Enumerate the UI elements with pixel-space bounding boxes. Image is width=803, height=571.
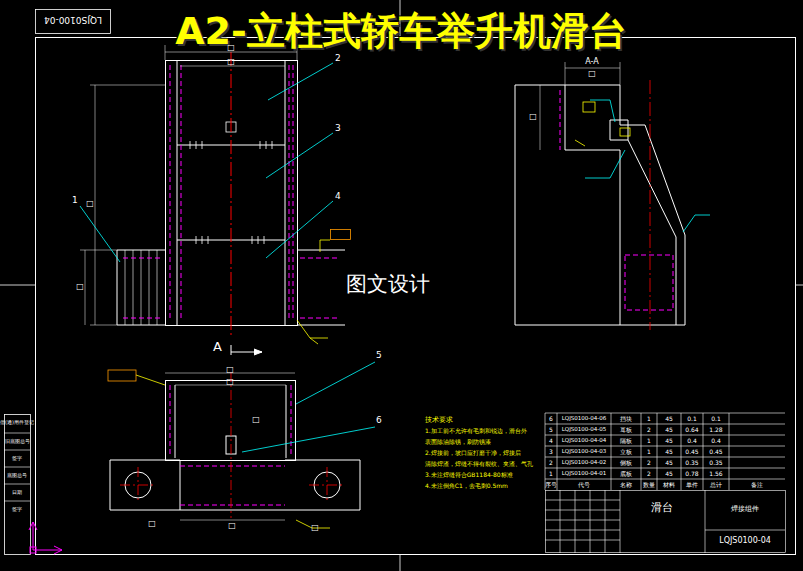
table-cell: 底板 — [620, 471, 632, 477]
dimension-text: □ — [76, 283, 84, 291]
table-cell: 5 — [549, 427, 553, 433]
margin-field: 签字 — [12, 456, 22, 461]
table-cell: 2 — [647, 460, 651, 466]
dimension-text: □ — [148, 520, 156, 528]
table-cell: 0.1 — [687, 416, 697, 422]
table-cell: 45 — [665, 460, 673, 466]
table-header: 序号 — [545, 482, 557, 488]
table-cell: 0.64 — [685, 427, 698, 433]
table-cell: 1 — [647, 416, 651, 422]
table-cell: 0.78 — [685, 471, 698, 477]
note-text: 1.加工前不允许有毛刺和锐边，滑台外 — [425, 428, 527, 434]
note-text: 2.焊接前，坡口应打磨干净，焊接后 — [425, 450, 521, 456]
table-cell: LQJS0100-04-06 — [562, 416, 606, 422]
callout-number: 4 — [335, 192, 341, 201]
table-cell: LQJS0100-04-02 — [562, 460, 606, 466]
dimension-text: □ — [529, 113, 537, 121]
table-cell: 1.28 — [709, 427, 722, 433]
table-header: 单件 — [686, 482, 698, 488]
drawing-title: A2-立柱式轿车举升机滑台 — [175, 12, 627, 50]
table-cell: 0.45 — [685, 449, 698, 455]
callout-number: 6 — [376, 416, 382, 425]
drawing-number: LQJS0100-04 — [719, 537, 771, 545]
table-cell: 2 — [647, 427, 651, 433]
title-block-text: 焊接组件 — [731, 506, 759, 513]
table-cell: 2 — [647, 471, 651, 477]
callout-number: 1 — [72, 196, 78, 205]
table-cell: 0.35 — [685, 460, 698, 466]
watermark: 图文设计 — [346, 274, 430, 295]
table-cell: 挡块 — [620, 416, 632, 422]
margin-field: 日期 — [12, 490, 22, 495]
note-text: 4.未注倒角C1，去毛刺0.5mm — [425, 483, 508, 489]
note-text: 清除焊渣，焊缝不得有裂纹、夹渣、气孔 — [425, 461, 533, 467]
dimension-text: □ — [86, 200, 94, 208]
table-cell: 3 — [549, 449, 553, 455]
table-cell: 耳板 — [620, 427, 632, 433]
section-mark: A-A — [585, 58, 598, 66]
table-cell: 0.4 — [711, 438, 721, 444]
margin-field: 签字 — [12, 507, 22, 512]
table-cell: 隔板 — [620, 438, 632, 444]
table-cell: 1.56 — [709, 471, 722, 477]
table-cell: 侧板 — [620, 460, 632, 466]
table-cell: 立板 — [620, 449, 632, 455]
dimension-text: □ — [228, 522, 236, 530]
table-cell: 0.45 — [709, 449, 722, 455]
section-mark: A — [213, 340, 222, 353]
table-header: 代号 — [578, 482, 590, 488]
dimension-text: □ — [252, 416, 260, 424]
dimension-text: □ — [588, 70, 596, 78]
table-cell: 1 — [647, 449, 651, 455]
table-cell: LQJS0100-04-05 — [562, 427, 606, 433]
callout-number: 2 — [335, 54, 341, 63]
table-cell: 6 — [549, 416, 553, 422]
note-text: 3.未注焊缝符合GB1184-80标准 — [425, 472, 513, 478]
margin-field: 底图总号 — [7, 473, 27, 478]
table-cell: 45 — [665, 471, 673, 477]
table-cell: LQJS0100-04-01 — [562, 471, 606, 477]
dimension-text: □ — [227, 58, 235, 66]
dimension-text: □ — [311, 524, 319, 532]
note-text: 表面除油除锈，刷防锈漆 — [425, 439, 491, 445]
table-cell: 45 — [665, 438, 673, 444]
table-cell: 45 — [665, 427, 673, 433]
table-cell: 45 — [665, 449, 673, 455]
table-cell: LQJS0100-04-04 — [562, 438, 606, 444]
note-text: 技术要求 — [425, 417, 453, 424]
table-cell: 45 — [665, 416, 673, 422]
part-name: 滑台 — [651, 502, 673, 513]
table-header: 总计 — [710, 482, 722, 488]
table-cell: 1 — [647, 438, 651, 444]
callout-number: 5 — [376, 351, 382, 360]
dimension-text: □ — [226, 378, 234, 386]
table-cell: LQJS0100-04-03 — [562, 449, 606, 455]
margin-field: 旧底图总号 — [5, 439, 30, 444]
table-header: 材料 — [663, 482, 675, 488]
table-header: 备注 — [751, 482, 763, 488]
dimension-text: □ — [227, 44, 235, 52]
table-cell: 0.4 — [687, 438, 697, 444]
callout-number: 3 — [335, 124, 341, 133]
table-cell: 1 — [549, 471, 553, 477]
table-header: 数量 — [643, 482, 655, 488]
drawing-number: LQJS0100-04 — [44, 15, 102, 24]
table-cell: 4 — [549, 438, 553, 444]
dimension-text: □ — [226, 366, 234, 374]
margin-field: 借(通)用件登记 — [0, 420, 34, 425]
table-cell: 0.1 — [711, 416, 721, 422]
table-cell: 0.35 — [709, 460, 722, 466]
table-header: 名称 — [620, 482, 632, 488]
table-cell: 2 — [549, 460, 553, 466]
